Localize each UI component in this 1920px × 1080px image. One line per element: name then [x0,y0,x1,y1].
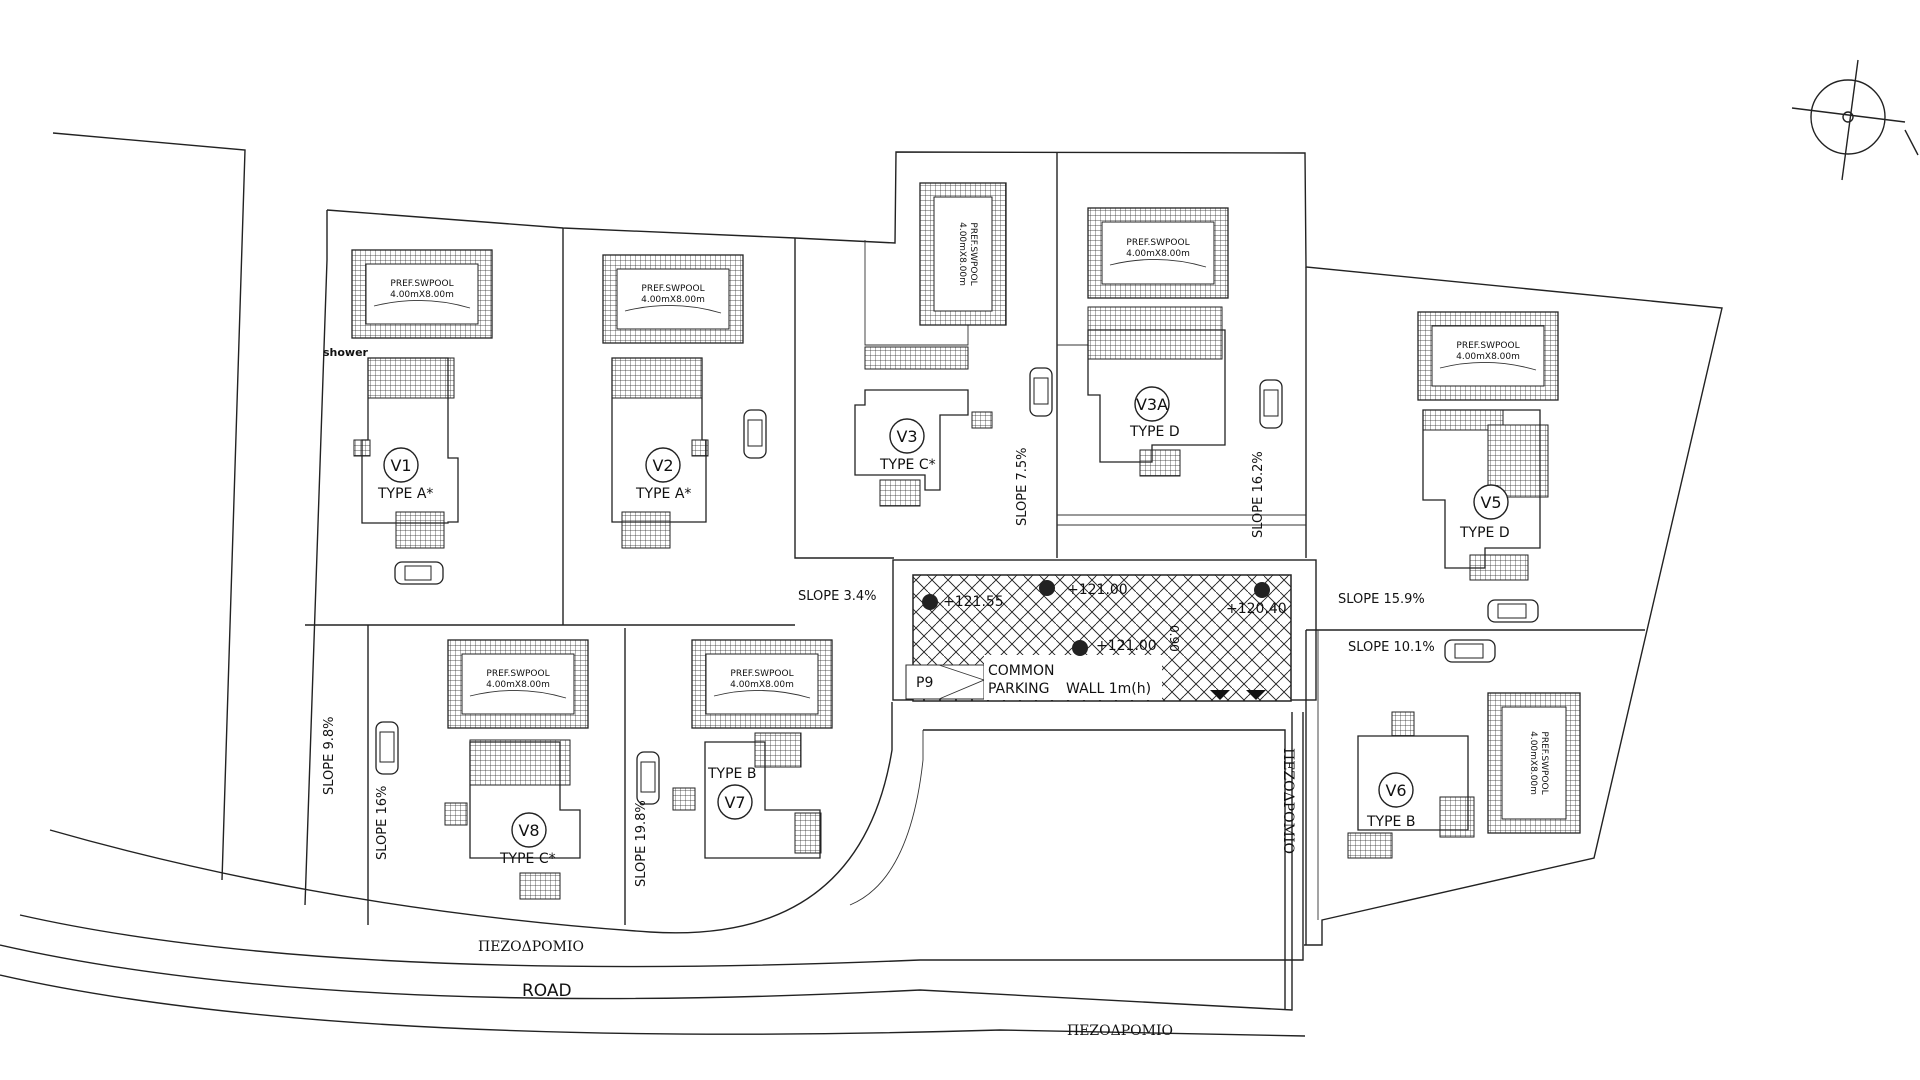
villa-marker: V7 TYPE B [707,766,756,820]
level-label: +121.00 [1067,582,1128,598]
slope-label: SLOPE 7.5% [1015,448,1030,526]
parking-label: PARKING [988,681,1049,697]
pool-label: PREF.SWPOOL [641,284,704,294]
villa-type: TYPE D [1129,424,1180,440]
pool-size: 4.00mX8.00m [390,290,454,300]
car-icon [1259,379,1283,429]
pool-label: PREF.SWPOOL [730,669,793,679]
car-icon [394,561,444,585]
pedestrian-label: ΠΕΖΟΔΡΟΜΙΟ [1067,1023,1173,1039]
villa-type: TYPE D [1459,525,1510,541]
villa-id: V1 [390,456,411,475]
pool-size: 4.00mX8.00m [1528,731,1538,795]
road-label: ROAD [522,981,572,1001]
parking-label: COMMON [988,663,1054,679]
villa-house [1422,409,1549,581]
pedestrian-label: ΠΕΖΟΔΡΟΜΙΟ [1280,748,1296,854]
villa-house [1087,306,1226,477]
shower-label: shower [323,346,369,359]
slope-label: SLOPE 15.9% [1338,592,1425,607]
pool-label: PREF.SWPOOL [1126,238,1189,248]
villa-footprints: PREF.SWPOOL4.00mX8.00mPREF.SWPOOL4.00mX8… [351,182,1581,900]
villa-id: V2 [652,456,673,475]
villa-id: V8 [518,821,539,840]
wall-width-label: 0.90 [1167,625,1181,652]
slope-label: SLOPE 10.1% [1348,640,1435,655]
north-arrow-icon [1791,59,1919,181]
car-icon [1487,599,1539,623]
pool-size: 4.00mX8.00m [730,680,794,690]
level-label: +121.55 [943,594,1004,610]
level-label: +120.40 [1226,601,1287,617]
pool-label: PREF.SWPOOL [390,279,453,289]
villa-type: TYPE C* [879,457,936,473]
pedestrian-label: ΠΕΖΟΔΡΟΜΙΟ [478,939,584,955]
level-label: +121.00 [1096,638,1157,654]
slope-label: SLOPE 9.8% [322,717,337,795]
slope-label: SLOPE 3.4% [798,589,876,604]
car-icon [1029,367,1053,417]
car-icon [375,721,399,775]
villa-house [353,357,459,549]
pool-label: PREF.SWPOOL [1456,341,1519,351]
slope-label: SLOPE 16.2% [1251,451,1266,538]
pool-label: PREF.SWPOOL [968,222,978,285]
pool-size: 4.00mX8.00m [486,680,550,690]
slope-label: SLOPE 19.8% [634,800,649,887]
parking-space-label: P9 [916,675,933,691]
common-parking [892,559,1317,702]
pool-size: 4.00mX8.00m [957,222,967,286]
villa-id: V5 [1480,493,1501,512]
villa-type: TYPE A* [377,486,433,502]
villa-house [611,357,709,549]
slope-label: SLOPE 16% [375,786,390,860]
villa-id: V3 [896,427,917,446]
villa-house [444,739,581,900]
wall-label: WALL 1m(h) [1066,681,1151,697]
plan-labels: shower SLOPE 3.4% SLOPE 7.5% SLOPE 16.2%… [322,346,1435,1039]
villa-id: V3A [1136,395,1168,414]
villa-marker: V3A TYPE D [1129,386,1180,440]
villa-type: TYPE C* [499,851,556,867]
pool-label: PREF.SWPOOL [1539,731,1549,794]
villa-id: V6 [1385,781,1406,800]
villa-id: V7 [724,793,745,812]
car-icon [743,409,767,459]
road-edges [0,702,1306,1037]
villa-house [1347,711,1475,859]
pool-size: 4.00mX8.00m [641,295,705,305]
villa-house [854,346,993,507]
pool-size: 4.00mX8.00m [1456,352,1520,362]
pool-label: PREF.SWPOOL [486,669,549,679]
pool-size: 4.00mX8.00m [1126,249,1190,259]
villa-type: TYPE B [707,766,756,782]
villa-type: TYPE A* [635,486,691,502]
car-icon [636,751,660,805]
car-icon [1444,639,1496,663]
villa-house [672,732,822,859]
villa-type: TYPE B [1366,814,1415,830]
